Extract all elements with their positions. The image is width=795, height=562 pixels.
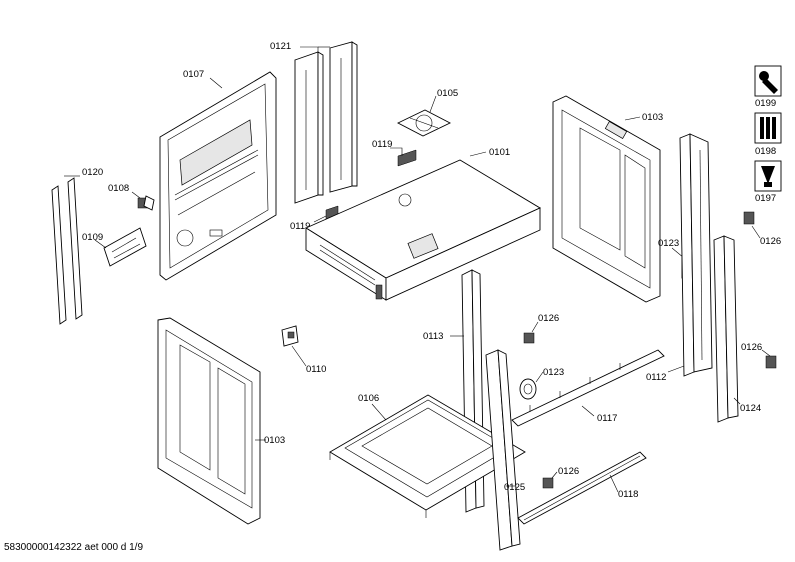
label-0103-right: 0103 (642, 112, 663, 123)
part-0125-front-profile[interactable] (485, 349, 521, 551)
label-0112: 0112 (646, 372, 666, 383)
part-0107-rear-panel[interactable] (159, 71, 277, 281)
label-0199: 0199 (755, 98, 776, 109)
part-0119-clip-top[interactable] (397, 149, 417, 167)
label-0106: 0106 (358, 393, 379, 404)
label-0126-c: 0126 (760, 236, 781, 247)
label-0117: 0117 (597, 413, 617, 424)
part-0110-clip[interactable] (281, 325, 299, 347)
label-0110: 0110 (306, 364, 326, 375)
part-0118-rail[interactable] (517, 451, 647, 525)
part-0105-fan-cover[interactable] (396, 109, 452, 137)
label-0107: 0107 (183, 69, 204, 80)
label-0125: 0125 (504, 482, 525, 493)
label-0119-side: 0119 (290, 221, 310, 232)
label-0121: 0121 (270, 41, 291, 52)
label-0105: 0105 (437, 88, 458, 99)
part-0112-vertical-profile[interactable] (679, 133, 713, 377)
part-0117-rail[interactable] (511, 349, 665, 427)
part-0103-side-panel-right[interactable] (552, 95, 661, 303)
part-0123-grommet-lower[interactable] (519, 378, 537, 400)
label-0103-left: 0103 (264, 435, 285, 446)
icon-0198-screws[interactable] (754, 112, 782, 144)
label-0126-b: 0126 (558, 466, 579, 477)
label-0120: 0120 (82, 167, 103, 178)
label-0126-d: 0126 (741, 342, 762, 353)
label-0124: 0124 (740, 403, 761, 414)
part-0101-housing[interactable] (305, 159, 541, 301)
part-0126-clip-c[interactable] (743, 211, 755, 225)
icon-0197-grease[interactable] (754, 160, 782, 192)
label-0101: 0101 (489, 147, 510, 158)
label-0108: 0108 (108, 183, 129, 194)
label-0123-upper: 0123 (658, 238, 679, 249)
part-0121-profiles[interactable] (294, 41, 358, 204)
part-0126-clip-d[interactable] (765, 355, 777, 369)
part-0120-rails[interactable] (51, 177, 83, 325)
label-0119-top: 0119 (372, 139, 392, 150)
label-0109: 0109 (82, 232, 103, 243)
label-0198: 0198 (755, 146, 776, 157)
part-0124-front-profile[interactable] (713, 235, 739, 423)
part-0108-fitting[interactable] (137, 195, 155, 211)
part-0126-clip-b[interactable] (542, 477, 554, 489)
part-0103-side-panel-left[interactable] (157, 317, 261, 525)
icon-0199-wrench[interactable] (754, 65, 782, 97)
label-0113: 0113 (423, 331, 443, 342)
document-id-footer: 58300000142322 aet 000 d 1/9 (4, 542, 144, 553)
part-0126-clip-a[interactable] (523, 332, 535, 344)
label-0126-a: 0126 (538, 313, 559, 324)
part-0109-bracket[interactable] (103, 227, 147, 267)
label-0197: 0197 (755, 193, 776, 204)
label-0123-lower: 0123 (543, 367, 564, 378)
label-0118: 0118 (618, 489, 638, 500)
